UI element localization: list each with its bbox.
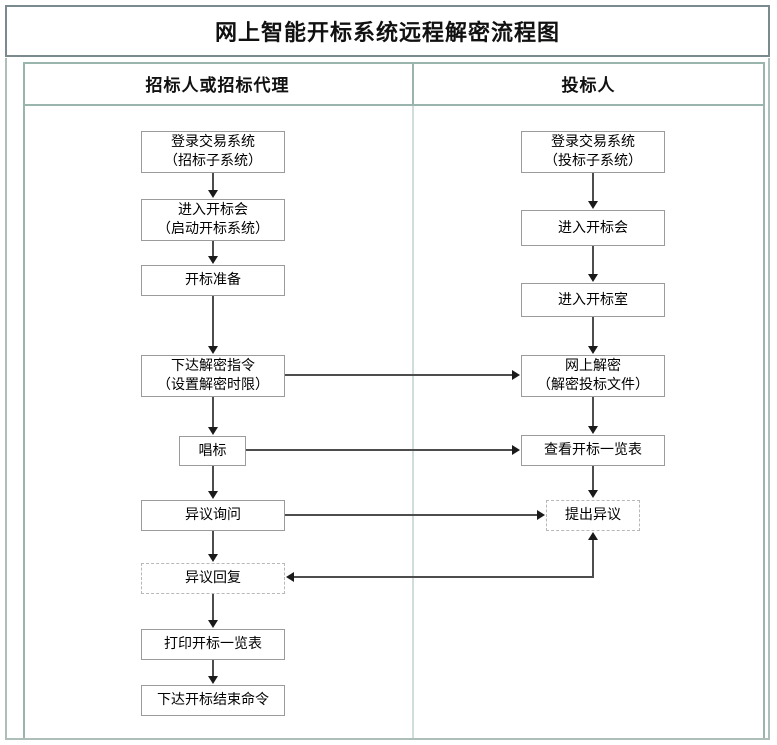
node-line1: 下达解密指令 — [171, 358, 255, 374]
node-line1: 开标准备 — [185, 272, 241, 288]
arrowhead-l1-l2 — [208, 190, 218, 198]
connector-l6-l7 — [212, 531, 214, 555]
arrowhead-l5-l6 — [208, 491, 218, 499]
node-line2: （设置解密时限） — [157, 377, 269, 393]
node-bid-announcement[interactable]: 唱标 — [179, 436, 246, 466]
arrowhead-l3-l4 — [208, 346, 218, 354]
arrowhead-l5-r5 — [512, 445, 520, 455]
connector-l3-l4 — [212, 296, 214, 346]
node-login-trading-system-tenderer[interactable]: 登录交易系统 （招标子系统） — [141, 131, 285, 173]
arrowhead-l8-l9 — [208, 676, 218, 684]
connector-l5-r5 — [246, 449, 513, 451]
node-enter-bid-opening-meeting-tenderer[interactable]: 进入开标会 （启动开标系统） — [141, 199, 285, 241]
node-online-decryption[interactable]: 网上解密 （解密投标文件） — [521, 355, 665, 397]
arrowhead-l6-r6 — [537, 510, 545, 520]
connector-r1-r2 — [592, 173, 594, 202]
connector-l4-r4 — [285, 374, 513, 376]
node-login-trading-system-bidder[interactable]: 登录交易系统 （投标子系统） — [521, 131, 665, 173]
node-line1: 异议回复 — [185, 570, 241, 586]
swimlane-header-bidder: 投标人 — [414, 62, 763, 104]
node-objection-inquiry[interactable]: 异议询问 — [141, 500, 285, 531]
swimlane-header-tenderer-label: 招标人或招标代理 — [145, 75, 290, 96]
lane-divider — [412, 106, 414, 738]
connector-r6-l7-vertical — [592, 540, 594, 578]
node-issue-bid-opening-end-command[interactable]: 下达开标结束命令 — [141, 685, 285, 716]
node-line1: 打印开标一览表 — [164, 636, 262, 652]
page-title: 网上智能开标系统远程解密流程图 — [214, 21, 560, 46]
connector-l2-l3 — [212, 241, 214, 257]
connector-l6-r6 — [285, 514, 538, 516]
node-raise-objection[interactable]: 提出异议 — [546, 500, 640, 531]
connector-l1-l2 — [212, 173, 214, 191]
node-enter-bid-opening-meeting-bidder[interactable]: 进入开标会 — [521, 210, 665, 246]
node-line2: （投标子系统） — [544, 153, 642, 169]
arrowhead-l6-l7 — [208, 554, 218, 562]
diagram-title-box: 网上智能开标系统远程解密流程图 — [5, 5, 770, 57]
connector-l8-l9 — [212, 660, 214, 677]
arrowhead-r1-r2 — [588, 201, 598, 209]
node-line1: 登录交易系统 — [171, 134, 255, 150]
swimlane-header-tenderer: 招标人或招标代理 — [23, 62, 414, 104]
arrowhead-r5-r6 — [588, 490, 598, 498]
node-line1: 提出异议 — [565, 507, 621, 523]
node-line1: 进入开标会 — [178, 202, 248, 218]
connector-r2-r3 — [592, 246, 594, 275]
connector-r6-l7-horizontal — [294, 576, 594, 578]
node-line1: 进入开标室 — [558, 291, 628, 308]
node-line1: 查看开标一览表 — [544, 442, 642, 458]
node-bid-opening-preparation[interactable]: 开标准备 — [141, 265, 285, 296]
node-line1: 异议询问 — [185, 507, 241, 523]
arrowhead-l4-l5 — [208, 427, 218, 435]
node-view-bid-opening-list[interactable]: 查看开标一览表 — [521, 435, 665, 466]
arrowhead-l4-r4 — [512, 370, 520, 380]
node-print-bid-opening-list[interactable]: 打印开标一览表 — [141, 629, 285, 660]
connector-r3-r4 — [592, 317, 594, 346]
arrowhead-l7-l8 — [208, 620, 218, 628]
node-line2: （解密投标文件） — [537, 377, 649, 393]
swimlane-header-bidder-label: 投标人 — [561, 75, 616, 96]
node-line1: 唱标 — [198, 442, 227, 459]
node-line1: 下达开标结束命令 — [157, 692, 269, 708]
node-line2: （招标子系统） — [164, 153, 262, 169]
node-line1: 登录交易系统 — [551, 134, 635, 150]
swimlane-header-row: 招标人或招标代理 投标人 — [23, 62, 765, 106]
arrowhead-r4-r5 — [588, 426, 598, 434]
connector-r5-r6 — [592, 466, 594, 491]
node-line1: 进入开标会 — [558, 219, 628, 236]
arrowhead-r3-r4 — [588, 346, 598, 354]
node-issue-decryption-command[interactable]: 下达解密指令 （设置解密时限） — [141, 355, 285, 397]
node-enter-bid-opening-room[interactable]: 进入开标室 — [521, 283, 665, 317]
arrowhead-r6-return-up — [588, 532, 598, 540]
arrowhead-r2-r3 — [588, 274, 598, 282]
arrowhead-r6-l7 — [286, 572, 294, 582]
node-line2: （启动开标系统） — [157, 221, 269, 237]
arrowhead-l2-l3 — [208, 256, 218, 264]
connector-l7-l8 — [212, 594, 214, 621]
node-line1: 网上解密 — [565, 358, 621, 374]
swimlane-grid — [23, 62, 765, 738]
connector-l4-l5 — [212, 397, 214, 428]
connector-r4-r5 — [592, 397, 594, 426]
node-objection-reply[interactable]: 异议回复 — [141, 563, 285, 594]
connector-l5-l6 — [212, 466, 214, 491]
outer-frame — [5, 58, 770, 740]
